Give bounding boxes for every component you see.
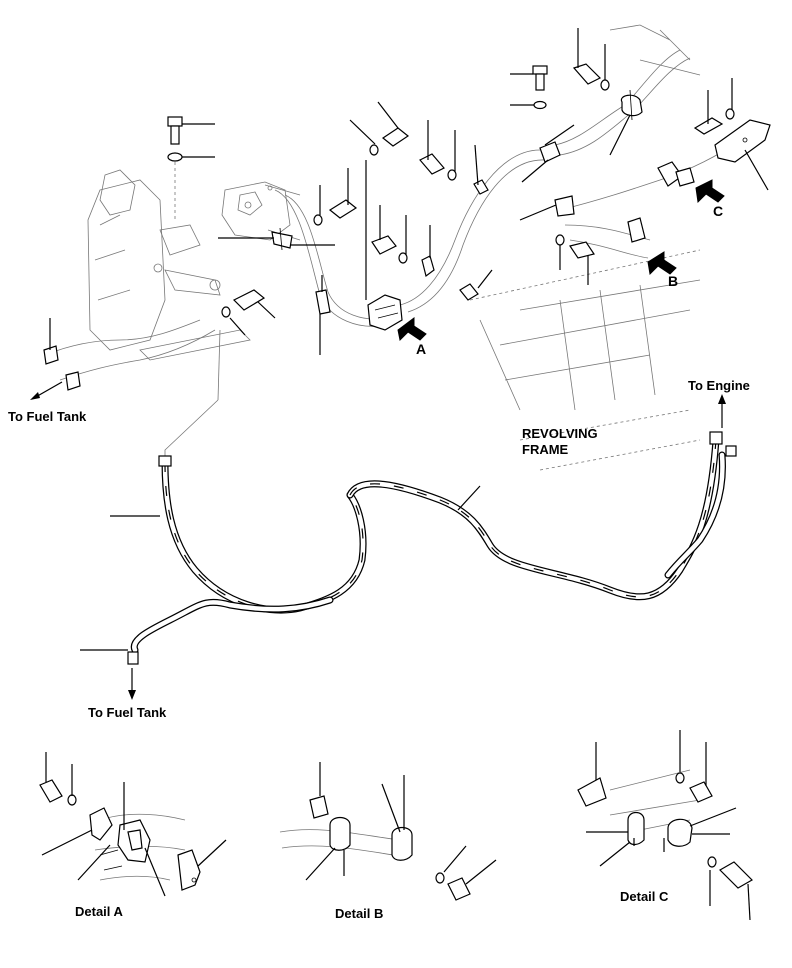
label-to-fuel-tank-lower: To Fuel Tank (88, 705, 167, 720)
fuel-tank-fitting-upper (43, 345, 81, 391)
label-revolving-frame-1: REVOLVING (522, 426, 598, 441)
bolt-filter-top (167, 116, 183, 220)
detail-a-drawing (39, 752, 227, 897)
bolt-left-upper (313, 199, 358, 226)
bolt-left-lower (221, 289, 266, 318)
leader-center-hose (457, 485, 481, 511)
callout-label-a: A (416, 341, 426, 357)
arrow-to-engine (718, 394, 726, 428)
bolt-frame-top (532, 65, 548, 110)
callout-label-c: C (713, 203, 723, 219)
bolt-bracket-right (693, 108, 771, 163)
leader-lines-upper (49, 28, 769, 355)
clamp-b-assembly (555, 217, 646, 259)
clamp-frame-mid (539, 141, 575, 217)
clamp-c-assembly (657, 161, 695, 187)
main-fuel-hose-left (158, 455, 367, 614)
clamp-center (421, 255, 435, 278)
callout-arrow-b (647, 251, 677, 276)
fuel-filter-bracket (87, 169, 251, 361)
bolt-clamp-c-top (572, 63, 610, 91)
callout-arrow-a (397, 317, 427, 342)
arrow-to-fuel-tank-lower (128, 668, 136, 700)
detail-b-drawing (279, 762, 497, 901)
clamp-upper-left (271, 227, 293, 251)
callout-label-b: B (668, 273, 678, 289)
label-revolving-frame-2: FRAME (522, 442, 569, 457)
arrow-to-fuel-tank-upper (30, 381, 63, 400)
bolt-center (371, 235, 408, 264)
callout-arrow-c (695, 179, 725, 204)
fuel-pump-assembly (221, 181, 301, 241)
plug-fitting (459, 283, 479, 301)
revolving-frame-outline (469, 249, 701, 471)
label-to-engine: To Engine (688, 378, 750, 393)
label-detail-c: Detail C (620, 889, 669, 904)
clamp-c-upper (620, 89, 643, 121)
label-to-fuel-tank-upper: To Fuel Tank (8, 409, 87, 424)
main-fuel-hose-center (346, 436, 720, 601)
return-fuel-hose (127, 431, 737, 665)
clamp-left (315, 289, 331, 315)
upper-fuel-hoses (44, 24, 741, 381)
bolt-clamp-mid (369, 127, 489, 195)
detail-c-drawing (577, 730, 753, 921)
label-detail-b: Detail B (335, 906, 383, 921)
label-detail-a: Detail A (75, 904, 124, 919)
clamp-a-assembly (367, 294, 403, 331)
